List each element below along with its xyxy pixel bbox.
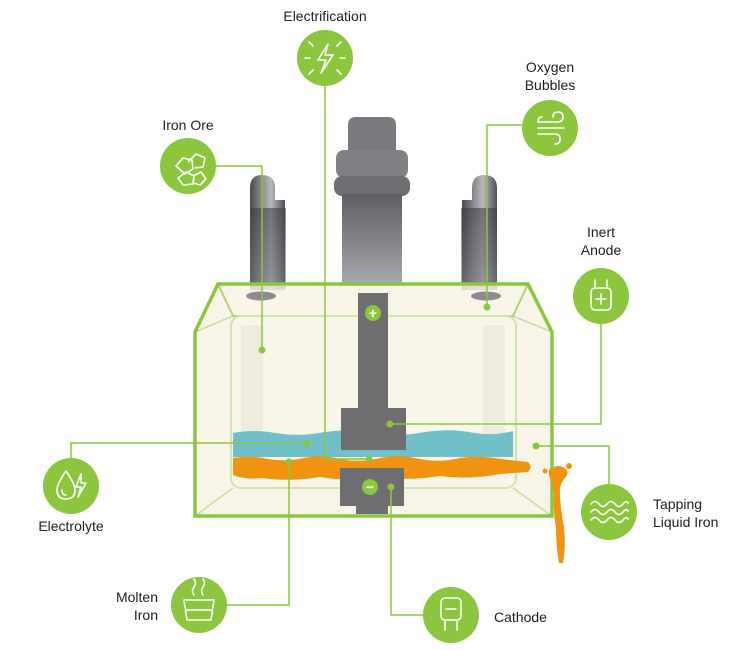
wind-icon	[522, 100, 578, 156]
dot-oxygen-bubbles	[483, 303, 491, 311]
label-oxygen-bubbles-line1: Oxygen	[525, 59, 575, 75]
label-electrolyte: Electrolyte	[16, 517, 126, 535]
droplet-bolt-icon	[43, 458, 99, 514]
dot-molten-iron	[285, 458, 293, 466]
label-molten-iron-line2: Iron	[133, 607, 158, 623]
label-molten-iron-line1: Molten	[115, 589, 158, 605]
right-gas-pipe	[461, 175, 497, 290]
label-inert-anode-line2: Anode	[580, 242, 622, 258]
leader-dots	[258, 303, 540, 491]
leader-line-molten-iron	[227, 462, 290, 606]
left-gas-pipe	[250, 175, 286, 290]
leader-line-electrification	[324, 86, 369, 460]
leader-line-inert-anode	[390, 324, 602, 425]
label-tapping-line2: Liquid Iron	[653, 514, 719, 530]
label-cathode-text: Cathode	[494, 609, 547, 625]
cathode-minus-icon	[423, 587, 479, 643]
label-oxygen-bubbles: Oxygen Bubbles	[500, 58, 600, 94]
leader-line-cathode	[390, 487, 424, 616]
label-cathode: Cathode	[494, 608, 594, 626]
cathode-sign: −	[366, 479, 374, 495]
label-tapping-liquid-iron: Tapping Liquid Iron	[653, 495, 743, 531]
label-inert-anode: Inert Anode	[551, 223, 651, 259]
ore-rocks-icon	[160, 138, 216, 194]
flowing-waves-icon	[581, 484, 637, 540]
leader-line-electrolyte	[70, 442, 307, 458]
leader-line-iron-ore	[216, 165, 263, 350]
label-tapping-line1: Tapping	[653, 496, 703, 512]
anode-plus-icon	[573, 268, 629, 324]
label-electrification: Electrification	[250, 7, 400, 25]
dot-tapping	[532, 442, 540, 450]
label-electrolyte-text: Electrolyte	[38, 518, 104, 534]
iron-splash-droplet	[542, 468, 548, 474]
dot-electrolyte	[303, 439, 311, 447]
label-oxygen-bubbles-line2: Bubbles	[524, 77, 576, 93]
dot-electrification	[365, 455, 373, 463]
tapping-iron-stream	[549, 466, 568, 563]
anode-column	[334, 117, 410, 286]
label-molten-iron: Molten Iron	[78, 588, 158, 624]
anode-sign: +	[369, 305, 377, 321]
leader-line-oxygen-bubbles	[486, 124, 522, 307]
dot-iron-ore	[258, 346, 266, 354]
label-iron-ore: Iron Ore	[138, 116, 238, 134]
crucible-icon	[171, 577, 227, 633]
label-electrification-text: Electrification	[283, 8, 367, 24]
anode-electrode: +	[341, 293, 406, 450]
dot-inert-anode	[386, 420, 394, 428]
label-inert-anode-line1: Inert	[586, 224, 615, 240]
leader-lines	[70, 86, 610, 616]
iron-splash-droplet	[566, 463, 572, 469]
lightning-bolt-icon	[297, 30, 353, 86]
label-iron-ore-text: Iron Ore	[162, 117, 214, 133]
dot-cathode	[387, 483, 395, 491]
